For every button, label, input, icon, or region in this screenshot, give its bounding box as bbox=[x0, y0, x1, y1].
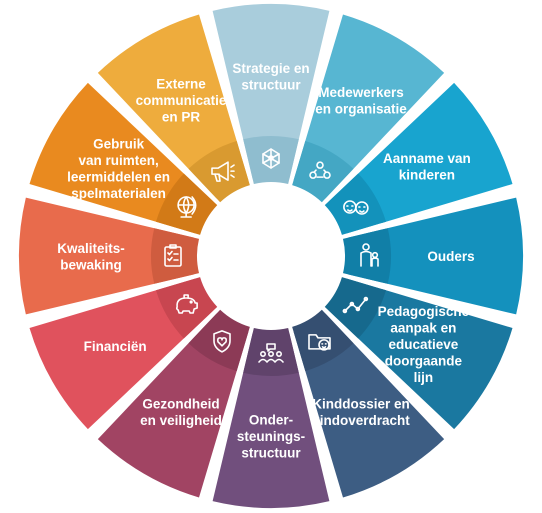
segment-kwaliteit-label-line: bewaking bbox=[60, 257, 122, 272]
piggy-bank-icon bbox=[176, 294, 198, 314]
segment-ondersteuning-shape bbox=[212, 332, 330, 508]
segment-financien-label: Financiën bbox=[84, 339, 147, 354]
segment-pedagogisch-label-line: educatieve bbox=[389, 337, 459, 352]
segment-gebruik-label-line: leermiddelen en bbox=[67, 169, 170, 184]
segment-kinddossier-label-line: kindoverdracht bbox=[312, 413, 410, 428]
line-graph-icon bbox=[342, 296, 369, 314]
segment-financien-label-line: Financiën bbox=[84, 339, 147, 354]
segment-ouders-label-line: Ouders bbox=[427, 249, 474, 264]
segment-medewerkers-inner bbox=[292, 141, 354, 203]
segment-gezondheid-label-line: Gezondheid bbox=[142, 397, 219, 412]
segment-ondersteuning-label-line: structuur bbox=[241, 446, 301, 461]
segment-financien: Financiën bbox=[29, 277, 218, 430]
segment-gezondheid-inner bbox=[188, 309, 250, 371]
segment-gezondheid-label-line: en veiligheid bbox=[140, 413, 222, 428]
segment-kwaliteit-label-line: Kwaliteits- bbox=[57, 241, 125, 256]
segment-extern-label-line: communicatie bbox=[136, 93, 227, 108]
segment-kwaliteit-inner bbox=[151, 228, 200, 284]
segment-ouders-inner bbox=[342, 228, 391, 284]
parent-child-icon bbox=[360, 243, 379, 267]
segment-medewerkers-label-line: en organisatie bbox=[315, 101, 407, 116]
segment-ouders: Ouders bbox=[342, 197, 523, 315]
network-cube-icon bbox=[262, 148, 280, 169]
segment-strategie-shape bbox=[212, 4, 330, 180]
segment-strategie-label-line: Strategie en bbox=[232, 61, 309, 76]
segment-gebruik: Gebruik van ruimten,leermiddelen en spelma… bbox=[29, 82, 218, 235]
segment-kwaliteit-shape bbox=[19, 197, 195, 315]
segment-strategie-label-line: structuur bbox=[241, 77, 301, 92]
team-people-icon bbox=[309, 161, 331, 179]
segment-kwaliteit-label: Kwaliteits-bewaking bbox=[57, 241, 125, 273]
segment-ondersteuning-label-line: Onder- bbox=[249, 413, 293, 428]
segment-aanname-label-line: Aanname van bbox=[383, 151, 471, 166]
megaphone-icon bbox=[211, 161, 235, 182]
segment-ondersteuning-label: Onder-steunings-structuur bbox=[237, 413, 305, 461]
segment-pedagogisch-label-line: aanpak en bbox=[390, 321, 456, 336]
segment-pedagogisch-label-line: lijn bbox=[414, 370, 434, 385]
globe-icon bbox=[177, 196, 197, 218]
clipboard-checklist-icon bbox=[164, 244, 182, 267]
shield-heart-icon bbox=[213, 330, 231, 353]
segment-kwaliteit: Kwaliteits-bewaking bbox=[19, 197, 200, 315]
segment-extern-label-line: en PR bbox=[162, 110, 201, 125]
center-hole bbox=[198, 183, 344, 329]
segment-ouders-label: Ouders bbox=[427, 249, 474, 264]
segment-ondersteuning: Onder-steunings-structuur bbox=[212, 327, 330, 508]
segment-gebruik-label-line: Gebruik bbox=[93, 136, 145, 151]
segment-kinddossier-label-line: Kinddossier en bbox=[312, 397, 410, 412]
group-chat-icon bbox=[258, 343, 284, 363]
segment-pedagogisch-label-line: Pedagogische bbox=[378, 304, 470, 319]
segment-gebruik-label-line: spelmaterialen bbox=[71, 186, 166, 201]
segment-financien-inner bbox=[156, 277, 218, 339]
segment-aanname-label-line: kinderen bbox=[399, 167, 455, 182]
folder-child-icon bbox=[308, 334, 331, 351]
segment-extern-inner bbox=[188, 141, 250, 203]
segment-pedagogisch-label-line: doorgaande bbox=[385, 354, 463, 369]
segment-gebruik-label: Gebruik van ruimten,leermiddelen en spelma… bbox=[67, 136, 170, 201]
segment-medewerkers-label-line: Medewerkers bbox=[318, 85, 404, 100]
segment-gebruik-label-line: van ruimten, bbox=[78, 153, 158, 168]
children-faces-icon bbox=[343, 200, 369, 215]
segment-ondersteuning-label-line: steunings- bbox=[237, 429, 305, 444]
segment-extern-label-line: Externe bbox=[156, 77, 206, 92]
segment-ouders-shape bbox=[347, 197, 523, 315]
